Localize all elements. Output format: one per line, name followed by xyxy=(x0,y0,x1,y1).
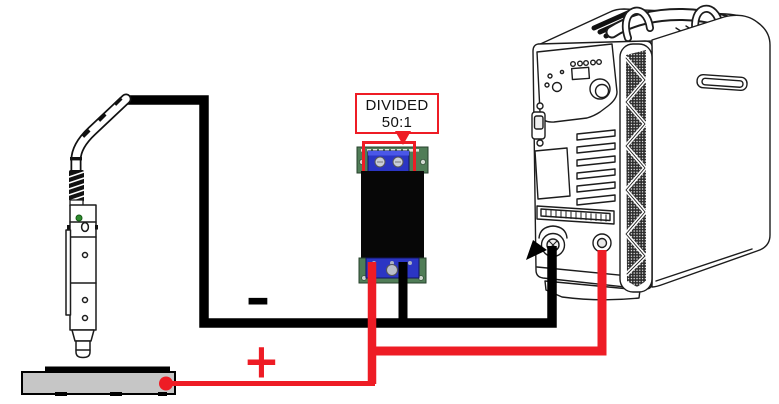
workpiece xyxy=(21,366,176,396)
torch-body xyxy=(65,204,98,331)
side-handle-slot xyxy=(696,73,748,92)
panel-button-icon xyxy=(551,81,563,93)
control-knob-inner-icon xyxy=(594,83,610,99)
torch-nozzle xyxy=(71,329,95,359)
welding-torch xyxy=(65,93,132,359)
control-panel xyxy=(536,43,618,123)
positive-cable xyxy=(159,250,607,391)
rear-vent-slats-icon xyxy=(576,129,616,206)
display-icon xyxy=(570,66,591,81)
torch-side-rail xyxy=(65,229,72,316)
connector-arrow-icon xyxy=(526,240,547,260)
divider-top-terminal xyxy=(367,150,410,173)
machine-side-bottom-line xyxy=(655,248,753,282)
divider-body xyxy=(361,171,424,259)
voltage-divider xyxy=(356,141,429,284)
plus-symbol: + xyxy=(243,333,280,390)
rating-plate xyxy=(534,147,571,200)
machine-side-face xyxy=(651,14,771,288)
negative-cable xyxy=(127,95,557,328)
workpiece-top-strip xyxy=(45,366,170,373)
welding-power-source xyxy=(531,4,771,301)
machine-positive-cable xyxy=(372,250,607,356)
work-clamp-lug xyxy=(159,376,173,391)
terminal-strip xyxy=(536,205,615,225)
indicator-leds-icon xyxy=(570,59,603,68)
minus-symbol: − xyxy=(245,267,271,335)
callout-line1: DIVIDED xyxy=(365,97,429,114)
callout-line2: 50:1 xyxy=(381,114,413,131)
power-switch xyxy=(531,102,546,147)
torch-neck-collars xyxy=(70,97,123,161)
torch-green-dot-icon xyxy=(75,214,83,222)
side-mesh xyxy=(619,43,653,293)
positive-connector xyxy=(592,233,612,253)
torch-coil xyxy=(68,170,85,202)
divided-callout: DIVIDED 50:1 xyxy=(355,93,439,134)
callout-arrow-icon xyxy=(395,131,411,145)
torch-to-machine-cable xyxy=(127,95,557,328)
